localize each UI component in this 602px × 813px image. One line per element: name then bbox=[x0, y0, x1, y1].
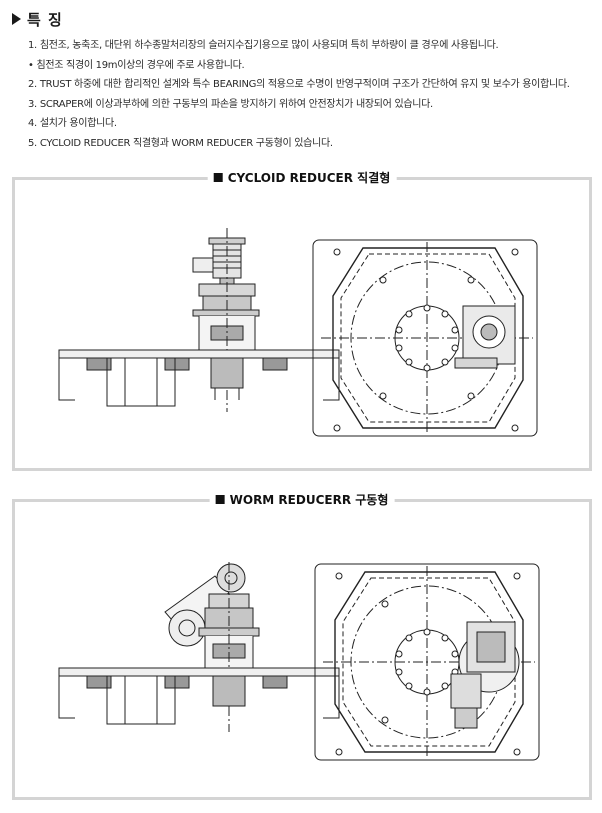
feature-item-1: 1. 침전조, 농축조, 대단위 하수종말처리장의 슬러지수집기용으로 많이 사… bbox=[28, 40, 499, 51]
feature-item-2: 2. TRUST 하중에 대한 합리적인 설계와 특수 BEARING의 적용으… bbox=[28, 79, 570, 90]
worm-drawing bbox=[58, 562, 540, 761]
section-title: 특 징 bbox=[27, 10, 63, 29]
cycloid-panel-title: CYCLOID REDUCER 직결형 bbox=[207, 169, 397, 186]
cycloid-plan-view bbox=[312, 239, 538, 437]
square-bullet-icon bbox=[215, 495, 225, 504]
play-arrow-icon bbox=[12, 13, 21, 25]
feature-item-1-note: • 침전조 직경이 19m이상의 경우에 주로 사용합니다. bbox=[28, 59, 245, 71]
section-header: 특 징 bbox=[12, 8, 63, 30]
cycloid-side-view bbox=[58, 228, 340, 412]
worm-drawing-panel: WORM REDUCERR 구동형 bbox=[12, 491, 592, 800]
feature-list: 1. 침전조, 농축조, 대단위 하수종말처리장의 슬러지수집기용으로 많이 사… bbox=[28, 36, 594, 153]
feature-item-3: 3. SCRAPER에 이상과부하에 의한 구동부의 파손을 방지하기 위하여 … bbox=[28, 98, 433, 110]
feature-item-5: 5. CYCLOID REDUCER 직결형과 WORM REDUCER 구동형… bbox=[28, 137, 333, 149]
worm-plan-view bbox=[314, 563, 540, 761]
worm-panel-title: WORM REDUCERR 구동형 bbox=[209, 491, 395, 508]
feature-item-4: 4. 설치가 용이합니다. bbox=[28, 118, 117, 129]
worm-side-view bbox=[58, 562, 340, 732]
cycloid-drawing bbox=[58, 228, 538, 437]
cycloid-drawing-panel: CYCLOID REDUCER 직결형 bbox=[12, 169, 592, 471]
worm-panel-title-text: WORM REDUCERR 구동형 bbox=[229, 493, 389, 507]
square-bullet-icon bbox=[213, 173, 223, 182]
cycloid-panel-title-text: CYCLOID REDUCER 직결형 bbox=[227, 171, 391, 185]
